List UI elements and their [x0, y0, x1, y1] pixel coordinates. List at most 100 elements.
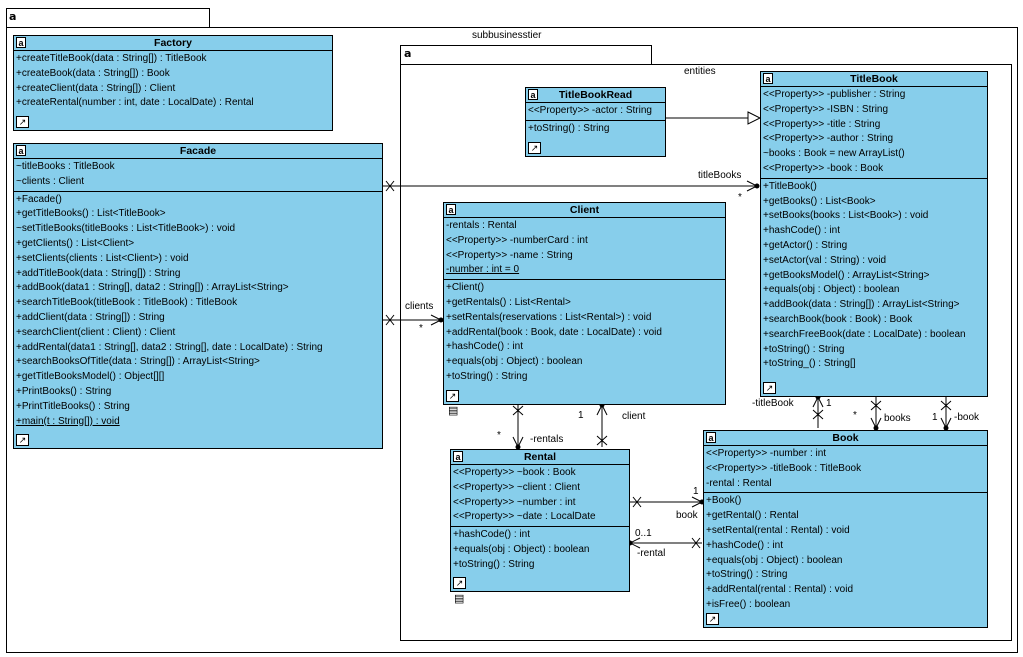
class-rental[interactable]: a Rental <<Property>> ~book : Book <<Prop… [450, 449, 630, 592]
class-icon: a [446, 204, 456, 215]
generalization-triangle [747, 111, 762, 125]
facade-operations: +Facade() +getTitleBooks() : List<TitleB… [14, 192, 382, 431]
shortcut-icon[interactable]: ↗ [446, 390, 459, 402]
facade-op: ~setTitleBooks(titleBooks : List<TitleBo… [16, 223, 236, 235]
package-icon: a [404, 47, 412, 60]
titlebook-attr: <<Property>> -author : String [763, 133, 894, 145]
book-op: +toString() : String [706, 569, 788, 581]
book-op: +setRental(rental : Rental) : void [706, 524, 850, 536]
book-attr: -rental : Rental [706, 477, 772, 489]
book-attr: <<Property>> -titleBook : TitleBook [706, 462, 862, 474]
facade-op: +searchBooksOfTitle(data : String[]) : A… [16, 356, 260, 368]
shortcut-icon[interactable]: ↗ [453, 577, 466, 589]
book-op: +getRental() : Rental [706, 510, 799, 522]
mult-zero-one: 0..1 [635, 528, 652, 539]
titlebook-op: +hashCode() : int [763, 225, 840, 237]
facade-op: +getTitleBooks() : List<TitleBook> [16, 208, 166, 220]
facade-attributes: ~titleBooks : TitleBook ~clients : Clien… [14, 159, 382, 192]
titlebook-op: +searchBook(book : Book) : Book [763, 313, 913, 325]
rental-attr: <<Property>> ~number : int [453, 496, 576, 508]
client-rental-x [512, 405, 524, 416]
facade-client-x [385, 314, 395, 326]
facade-titlebook-x [385, 180, 395, 192]
factory-op: +createRental(number : int, date : Local… [16, 97, 254, 109]
facade-attr: ~titleBooks : TitleBook [16, 161, 115, 172]
facade-op: +PrintBooks() : String [16, 385, 112, 397]
mult-one-2: 1 [932, 412, 938, 423]
book-x [940, 400, 952, 411]
shortcut-icon[interactable]: ↗ [706, 613, 719, 625]
client-attr: -rentals : Rental [446, 220, 517, 231]
class-name: Rental [523, 451, 557, 463]
factory-op: +createTitleBook(data : String[]) : Titl… [16, 53, 207, 64]
facade-op: +addTitleBook(data : String[]) : String [16, 267, 181, 279]
class-icon: a [16, 145, 26, 156]
rental-op: +equals(obj : Object) : boolean [453, 543, 590, 555]
facade-op: +getClients() : List<Client> [16, 237, 135, 249]
titlebook-attr: <<Property>> -title : String [763, 118, 881, 130]
book-rental-x [691, 537, 701, 549]
titlebook-op: +toString() : String [763, 343, 845, 355]
rental-op: +toString() : String [453, 558, 535, 570]
rental-attr: <<Property>> ~book : Book [453, 467, 576, 478]
titlebookread-operations: +toString() : String [526, 121, 665, 138]
shortcut-icon[interactable]: ↗ [16, 116, 29, 128]
class-name: TitleBookRead [558, 89, 633, 101]
label-rental-role: -rental [637, 548, 666, 559]
client-op: +Client() [446, 282, 485, 294]
package-icon: a [9, 10, 17, 23]
mult-star-1: * [853, 410, 857, 421]
titlebook-operations: +TitleBook() +getBooks() : List<Book> +s… [761, 179, 987, 373]
rental-operations: +hashCode() : int +equals(obj : Object) … [451, 527, 629, 573]
titlebook-op: +setBooks(books : List<Book>) : void [763, 210, 929, 222]
titlebook-attr: <<Property>> -publisher : String [763, 89, 906, 100]
facade-op: +PrintTitleBooks() : String [16, 400, 130, 412]
facade-op: +searchTitleBook(titleBook : TitleBook) … [16, 297, 238, 309]
titlebook-attr: ~books : Book = new ArrayList() [763, 148, 905, 160]
class-icon: a [16, 37, 26, 48]
client-attributes: -rentals : Rental <<Property>> -numberCa… [444, 218, 725, 281]
subbusinesstier-label: subbusinesstier [472, 30, 542, 41]
rental-client-x [596, 435, 608, 446]
titlebookread-op: +toString() : String [528, 122, 610, 134]
label-clients: clients [405, 301, 434, 312]
titlebook-op: +getBooksModel() : ArrayList<String> [763, 269, 930, 281]
client-op: +hashCode() : int [446, 341, 523, 353]
label-titlebook-role: -titleBook [752, 398, 794, 409]
books-x [870, 400, 882, 411]
book-attributes: <<Property>> -number : int <<Property>> … [704, 446, 987, 494]
client-op: +getRentals() : List<Rental> [446, 296, 571, 308]
label-rentals: -rentals [530, 434, 564, 445]
mult-one-3: 1 [578, 410, 584, 421]
document-icon: ▤ [454, 593, 465, 605]
titlebook-op: +TitleBook() [763, 180, 817, 192]
facade-op: +addRental(data1 : String[], data2 : Str… [16, 341, 323, 353]
label-titlebooks: titleBooks [698, 170, 742, 181]
titlebook-attributes: <<Property>> -publisher : String <<Prope… [761, 87, 987, 179]
class-factory[interactable]: a Factory +createTitleBook(data : String[… [13, 35, 333, 131]
factory-operations: +createTitleBook(data : String[]) : Titl… [14, 51, 332, 112]
client-attr: -number : int = 0 [446, 264, 520, 276]
client-op: +equals(obj : Object) : boolean [446, 356, 583, 368]
book-op: +hashCode() : int [706, 539, 783, 551]
shortcut-icon[interactable]: ↗ [763, 382, 776, 394]
mult-one-4: 1 [693, 486, 699, 497]
class-icon: a [528, 89, 538, 100]
class-name: Factory [154, 37, 192, 49]
shortcut-icon[interactable]: ↗ [528, 142, 541, 154]
class-icon: a [453, 451, 463, 462]
titlebook-op: +equals(obj : Object) : boolean [763, 284, 900, 296]
book-op: +isFree() : boolean [706, 598, 791, 610]
book-op: +Book() [706, 495, 742, 507]
shortcut-icon[interactable]: ↗ [16, 434, 29, 446]
factory-op: +createClient(data : String[]) : Client [16, 82, 176, 94]
mult-titlebooks: * [738, 192, 742, 203]
client-attr: <<Property>> -name : String [446, 249, 573, 261]
mult-one-1: 1 [826, 398, 832, 409]
